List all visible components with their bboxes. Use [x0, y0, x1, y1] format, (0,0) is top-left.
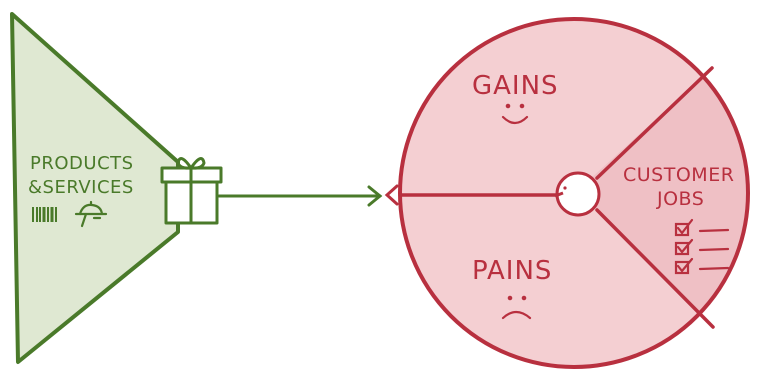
jobs-sector	[578, 68, 748, 330]
services-label: &SERVICES	[28, 177, 134, 198]
arrow-right-icon	[217, 185, 383, 207]
arrow-tip-icon	[384, 184, 399, 206]
customer-jobs-label-line1: CUSTOMER	[623, 164, 734, 186]
pains-label: PAINS	[472, 256, 552, 286]
customer-head-icon	[554, 171, 601, 217]
value-map: PRODUCTS &SERVICES	[10, 12, 180, 364]
customer-profile: GAINS PAINS CUSTOMER JOBS	[384, 17, 750, 369]
gains-label: GAINS	[472, 71, 559, 101]
smile-icon	[501, 103, 529, 125]
barcode-icon	[32, 207, 57, 222]
products-label: PRODUCTS	[30, 153, 134, 174]
checklist-icon	[674, 218, 730, 275]
value-map-shape	[10, 12, 180, 364]
segment-dividers	[398, 66, 715, 329]
service-bell-icon	[74, 200, 108, 228]
gift-icon	[160, 157, 223, 225]
customer-jobs-label-line2: JOBS	[656, 188, 704, 210]
frown-icon	[501, 295, 532, 320]
